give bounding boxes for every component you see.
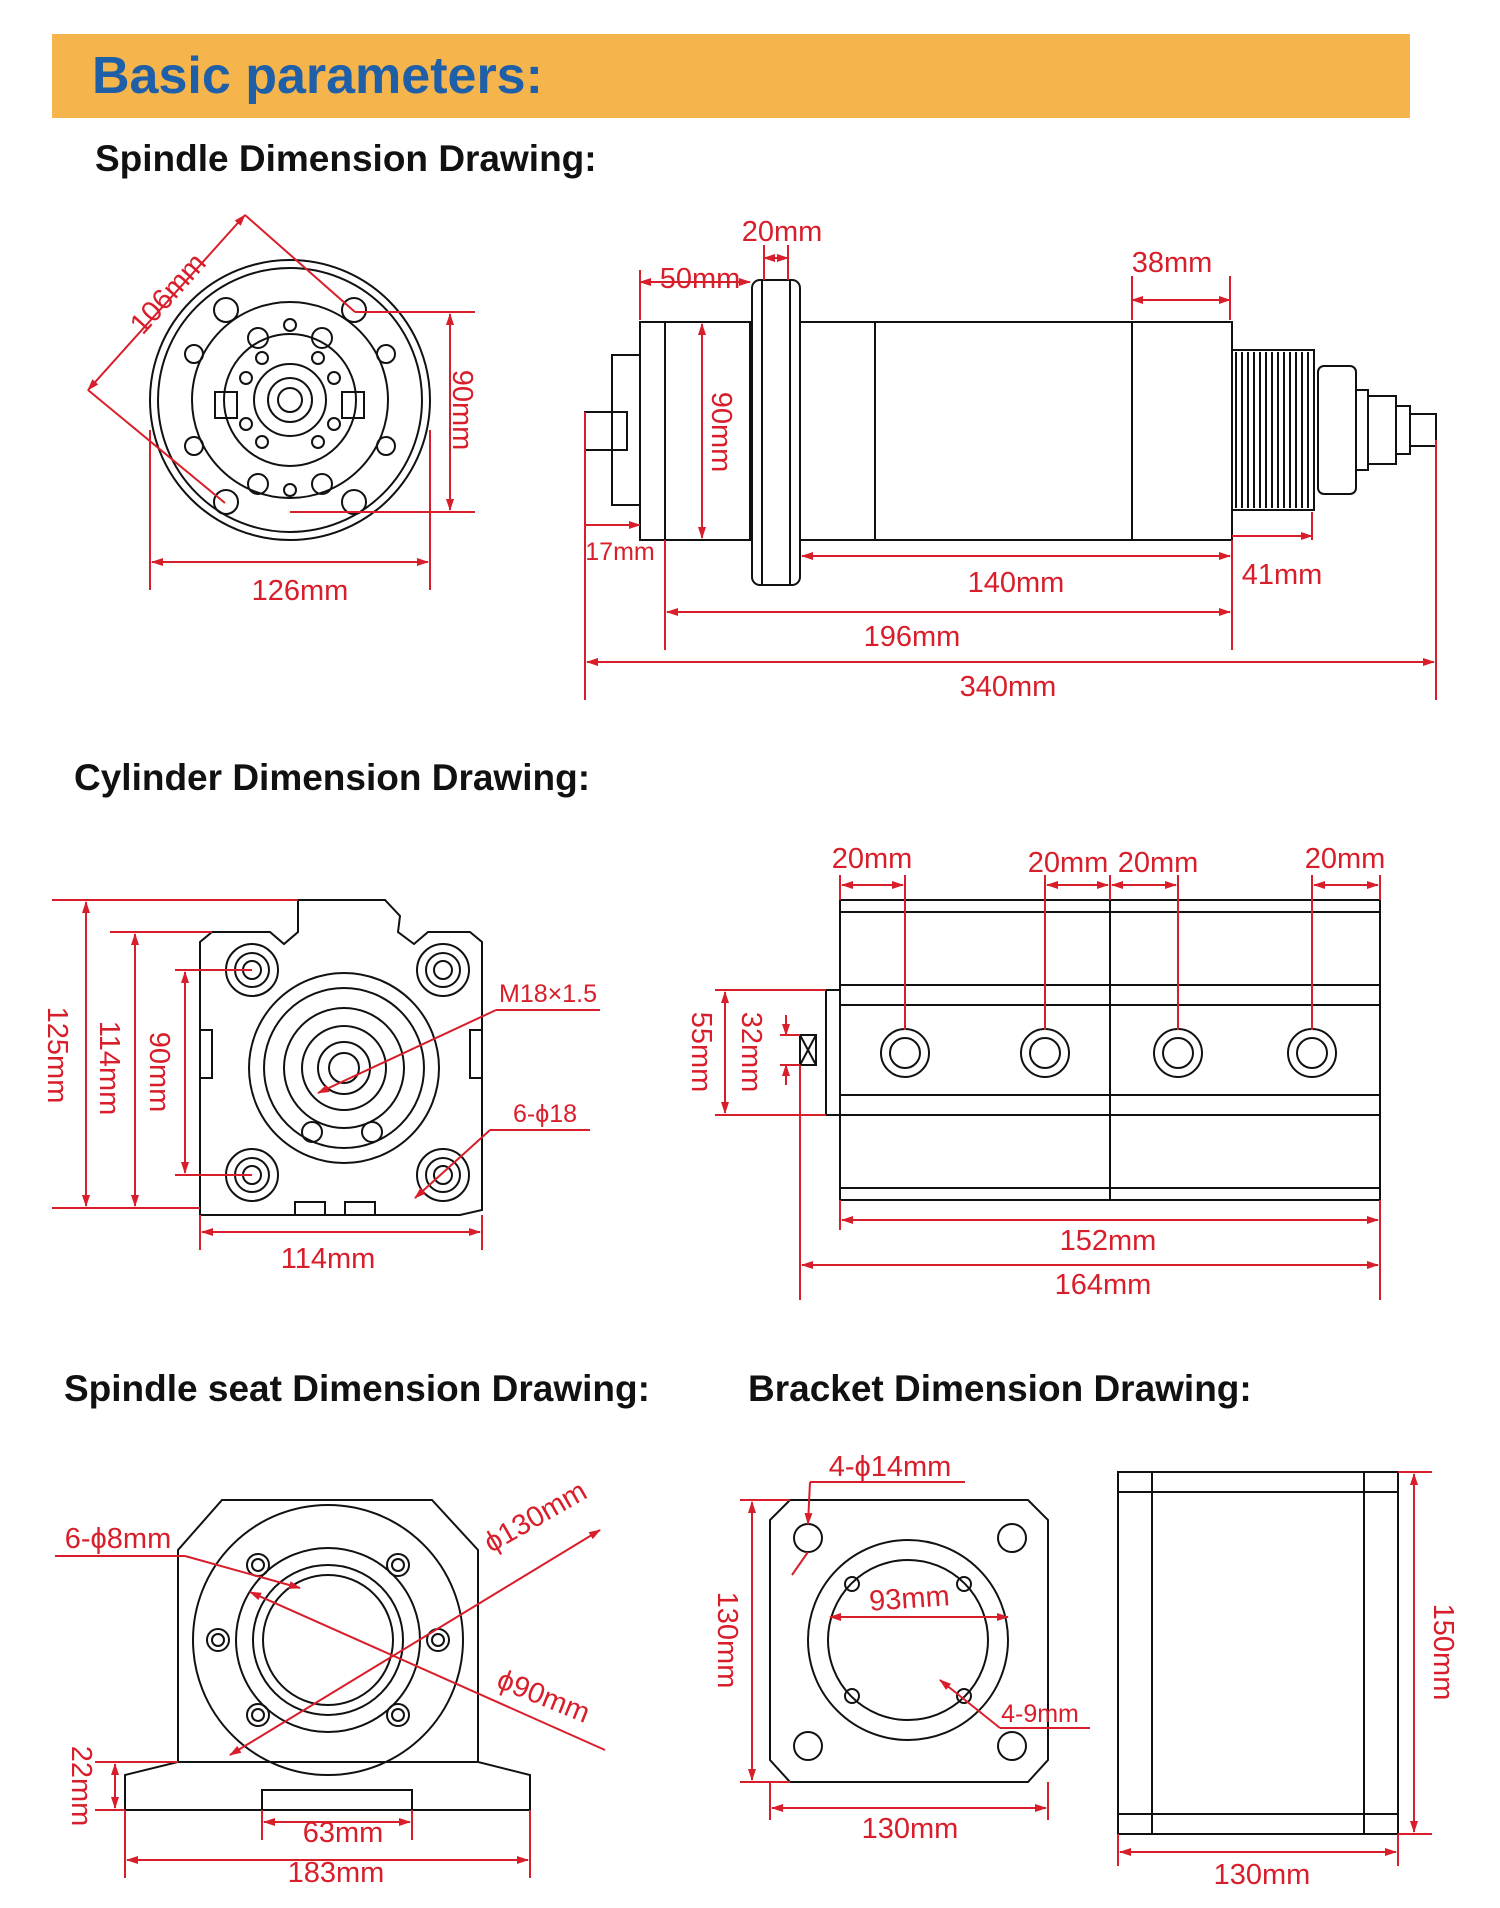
cylinder-holes-label: 6-ϕ18 bbox=[513, 1100, 577, 1128]
cylinder-side-view bbox=[715, 875, 1381, 1300]
cylinder-port3-dim: 20mm bbox=[1118, 847, 1199, 879]
spindle-seat-view bbox=[55, 1499, 606, 1878]
seat-outer-dia-dim: ϕ130mm bbox=[479, 1475, 593, 1559]
cylinder-h114-dim: 114mm bbox=[93, 1021, 125, 1116]
spindle-body-dia-dim: 90mm bbox=[705, 392, 737, 473]
bracket-side-height-dim: 150mm bbox=[1427, 1604, 1459, 1701]
spindle-body-len-dim: 140mm bbox=[968, 567, 1065, 599]
cylinder-section-title: Cylinder Dimension Drawing: bbox=[74, 757, 591, 798]
bracket-bore-dim: 93mm bbox=[868, 1580, 951, 1618]
seat-inner-dia-dim: ϕ90mm bbox=[492, 1664, 594, 1730]
seat-holes-label: 6-ϕ8mm bbox=[65, 1523, 171, 1555]
bracket-height-dim: 130mm bbox=[711, 1592, 743, 1689]
bracket-side-view bbox=[1117, 1471, 1432, 1866]
cylinder-width-dim: 114mm bbox=[281, 1243, 376, 1275]
seat-slot-dim: 63mm bbox=[303, 1817, 384, 1849]
spindle-total-len-dim: 340mm bbox=[960, 671, 1057, 703]
spindle-front-len-dim: 50mm bbox=[660, 263, 741, 295]
cylinder-port2-dim: 20mm bbox=[1028, 847, 1109, 879]
cylinder-len164-dim: 164mm bbox=[1055, 1269, 1152, 1301]
bracket-holes-label: 4-ϕ14mm bbox=[829, 1451, 952, 1483]
header-banner: Basic parameters: bbox=[52, 34, 1410, 118]
spindle-front-width-dim: 126mm bbox=[252, 575, 349, 607]
spindle-rear-len-dim: 38mm bbox=[1132, 247, 1213, 279]
bracket-front-view bbox=[740, 1481, 1090, 1820]
cylinder-len152-dim: 152mm bbox=[1060, 1225, 1157, 1257]
bracket-side-width-dim: 130mm bbox=[1214, 1859, 1311, 1891]
spindle-front-height-dim: 90mm bbox=[446, 370, 478, 451]
page-title: Basic parameters: bbox=[92, 47, 543, 105]
spindle-front-view bbox=[87, 214, 475, 590]
spindle-flange-dim: 20mm bbox=[742, 216, 823, 248]
bracket-width-dim: 130mm bbox=[862, 1813, 959, 1845]
bracket-small-holes-label: 4-9mm bbox=[1001, 1700, 1079, 1728]
bracket-section-title: Bracket Dimension Drawing: bbox=[748, 1368, 1252, 1409]
seat-base-height-dim: 22mm bbox=[65, 1746, 97, 1827]
cylinder-front-view bbox=[52, 899, 600, 1250]
cylinder-h90-dim: 90mm bbox=[143, 1032, 175, 1113]
spindle-section-title: Spindle Dimension Drawing: bbox=[95, 138, 597, 179]
cylinder-port4-dim: 20mm bbox=[1305, 843, 1386, 875]
cylinder-side55-dim: 55mm bbox=[685, 1012, 717, 1093]
spindle-pulley-dim: 41mm bbox=[1242, 559, 1323, 591]
spindle-seat-section-title: Spindle seat Dimension Drawing: bbox=[64, 1368, 650, 1409]
seat-width-dim: 183mm bbox=[288, 1857, 385, 1889]
cylinder-side32-dim: 32mm bbox=[735, 1012, 767, 1093]
cylinder-port1-dim: 20mm bbox=[832, 843, 913, 875]
cylinder-thread-label: M18×1.5 bbox=[499, 980, 597, 1008]
spindle-side-view bbox=[584, 245, 1437, 700]
spindle-nose-dim: 17mm bbox=[585, 538, 654, 566]
spindle-housing-len-dim: 196mm bbox=[864, 621, 961, 653]
cylinder-h125-dim: 125mm bbox=[41, 1007, 73, 1104]
